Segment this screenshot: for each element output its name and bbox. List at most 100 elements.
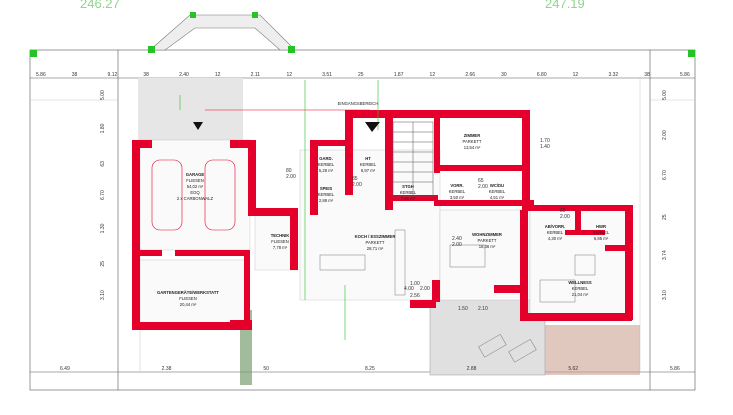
room-label-abvorr: AB/VORR. KERBEL 4,30 m² xyxy=(545,224,565,241)
room-label-vorr: VORR. KERBEL 3,50 m² xyxy=(449,183,466,200)
dimension-label: 9.12 xyxy=(108,72,118,78)
dimension-label: 2.66 xyxy=(465,72,475,78)
dimension-label: 5.00 xyxy=(100,90,106,100)
room-label-zimmer: ZIMMER PARKETT 13,54 m² xyxy=(462,133,481,150)
dimension-label: 3.32 xyxy=(608,72,618,78)
room-label-hwr: HWR KERBEL 6,85 m² xyxy=(593,224,610,241)
survey-marker xyxy=(288,46,295,53)
room-labels: GARAGE FLIESEN 54,02 m² EGQ 2 x CARBONWA… xyxy=(157,101,610,307)
svg-text:PARKETT: PARKETT xyxy=(462,139,481,144)
svg-text:KERBEL: KERBEL xyxy=(572,286,589,291)
misc-dimension: 2.56 xyxy=(410,293,420,299)
dimension-label: 5.86 xyxy=(680,72,690,78)
room-label-koch: KOCH / ESSZIMMER PARKETT 28,71 m² xyxy=(355,234,396,251)
room-label-werkstatt: GARTENGERÄTE/WERKSTATT FLIESEN 20,44 m² xyxy=(157,290,219,307)
survey-marker xyxy=(252,12,258,18)
svg-text:6,97 m²: 6,97 m² xyxy=(361,168,376,173)
furniture xyxy=(319,229,596,363)
room-label-ht: HT KERBEL 6,97 m² xyxy=(360,156,377,173)
driveway xyxy=(30,12,695,143)
room-name: GARAGE xyxy=(186,172,205,177)
survey-marker xyxy=(30,50,37,57)
dimension-label: 25 xyxy=(100,261,106,267)
svg-text:KERBEL: KERBEL xyxy=(449,189,466,194)
svg-text:2,88 m²: 2,88 m² xyxy=(319,198,334,203)
dimension-label: 8.25 xyxy=(365,366,375,372)
misc-dimension: 1.00 xyxy=(410,281,420,287)
room-label-gard: GARD. KERBEL 5,28 m² xyxy=(318,156,335,173)
svg-text:TECHNIK: TECHNIK xyxy=(271,233,290,238)
door-dimension: 2.00 xyxy=(352,182,362,188)
dimension-label: 5.86 xyxy=(36,72,46,78)
dimension-label: 2.00 xyxy=(662,130,668,140)
misc-dimension: 2.00 xyxy=(452,242,462,248)
survey-marker xyxy=(190,12,196,18)
svg-text:KERBEL: KERBEL xyxy=(400,190,417,195)
dimension-label: 5.62 xyxy=(568,366,578,372)
svg-text:STGH: STGH xyxy=(402,184,414,189)
dimension-label: 3.51 xyxy=(322,72,332,78)
room-note: 2 x CARBONWALZ xyxy=(177,196,214,201)
room-label-garage: GARAGE FLIESEN 54,02 m² EGQ 2 x CARBONWA… xyxy=(177,172,214,201)
door-dimension: 80 xyxy=(286,168,292,174)
svg-text:4,51 m²: 4,51 m² xyxy=(490,195,505,200)
dimension-label: 30 xyxy=(501,72,507,78)
misc-dimension: 2.40 xyxy=(452,236,462,242)
svg-text:GARTENGERÄTE/WERKSTATT: GARTENGERÄTE/WERKSTATT xyxy=(157,290,219,295)
svg-text:7,61 m²: 7,61 m² xyxy=(401,196,416,201)
door-dimension: 65 xyxy=(478,178,484,184)
dimension-label: 3.10 xyxy=(662,290,668,300)
svg-text:KERBEL: KERBEL xyxy=(547,230,564,235)
dimension-label: 1.80 xyxy=(100,123,106,133)
svg-text:VORR.: VORR. xyxy=(450,183,463,188)
svg-text:WC/DU: WC/DU xyxy=(490,183,504,188)
svg-text:20,44 m²: 20,44 m² xyxy=(180,302,197,307)
door-dimension: 2.00 xyxy=(560,214,570,220)
dimension-label: 50 xyxy=(263,366,269,372)
svg-text:13,54 m²: 13,54 m² xyxy=(464,145,481,150)
svg-text:HWR: HWR xyxy=(596,224,606,229)
dimension-label: 6.70 xyxy=(662,170,668,180)
elevation-left: 246.27 xyxy=(80,0,120,11)
room-label-stgh: STGH KERBEL 7,61 m² xyxy=(400,184,417,201)
svg-text:7,78 m²: 7,78 m² xyxy=(273,245,288,250)
door-dimension: 1.70 xyxy=(540,138,550,144)
svg-text:PARKETT: PARKETT xyxy=(477,238,496,243)
misc-dimension: 2.00 xyxy=(420,286,430,292)
dimension-label: 1.30 xyxy=(100,223,106,233)
dimension-label: 12 xyxy=(286,72,292,78)
annotation-lines xyxy=(179,80,379,340)
room-floor: FLIESEN xyxy=(186,178,203,183)
entrance-label: EINGANGSBEREICH xyxy=(338,101,379,106)
dimension-label: 5.86 xyxy=(670,366,680,372)
room-extra: EGQ xyxy=(190,190,200,195)
svg-text:KERBEL: KERBEL xyxy=(489,189,506,194)
dimension-label: 38 xyxy=(72,72,78,78)
svg-text:21,04 m²: 21,04 m² xyxy=(572,292,589,297)
svg-text:5,28 m²: 5,28 m² xyxy=(319,168,334,173)
room-area: 54,02 m² xyxy=(187,184,204,189)
svg-text:PARKETT: PARKETT xyxy=(365,240,384,245)
svg-text:GARD.: GARD. xyxy=(319,156,333,161)
dimension-label: 2.88 xyxy=(467,366,477,372)
dimension-label: 3.10 xyxy=(100,290,106,300)
elevation-right: 247.19 xyxy=(545,0,585,11)
survey-marker xyxy=(688,50,695,57)
dimension-label: 6.49 xyxy=(60,366,70,372)
misc-dimension: 2.10 xyxy=(478,306,488,312)
misc-dimension: 4.00 xyxy=(404,286,414,292)
room-label-wohnzimmer: WOHNZIMMER PARKETT 18,36 m² xyxy=(472,232,502,249)
dimension-label: 38 xyxy=(644,72,650,78)
garage-cars xyxy=(151,159,236,231)
svg-text:KERBEL: KERBEL xyxy=(318,192,335,197)
svg-text:FLIESEN: FLIESEN xyxy=(271,239,288,244)
svg-text:HT: HT xyxy=(365,156,371,161)
svg-text:KERBEL: KERBEL xyxy=(593,230,610,235)
survey-marker xyxy=(148,46,155,53)
